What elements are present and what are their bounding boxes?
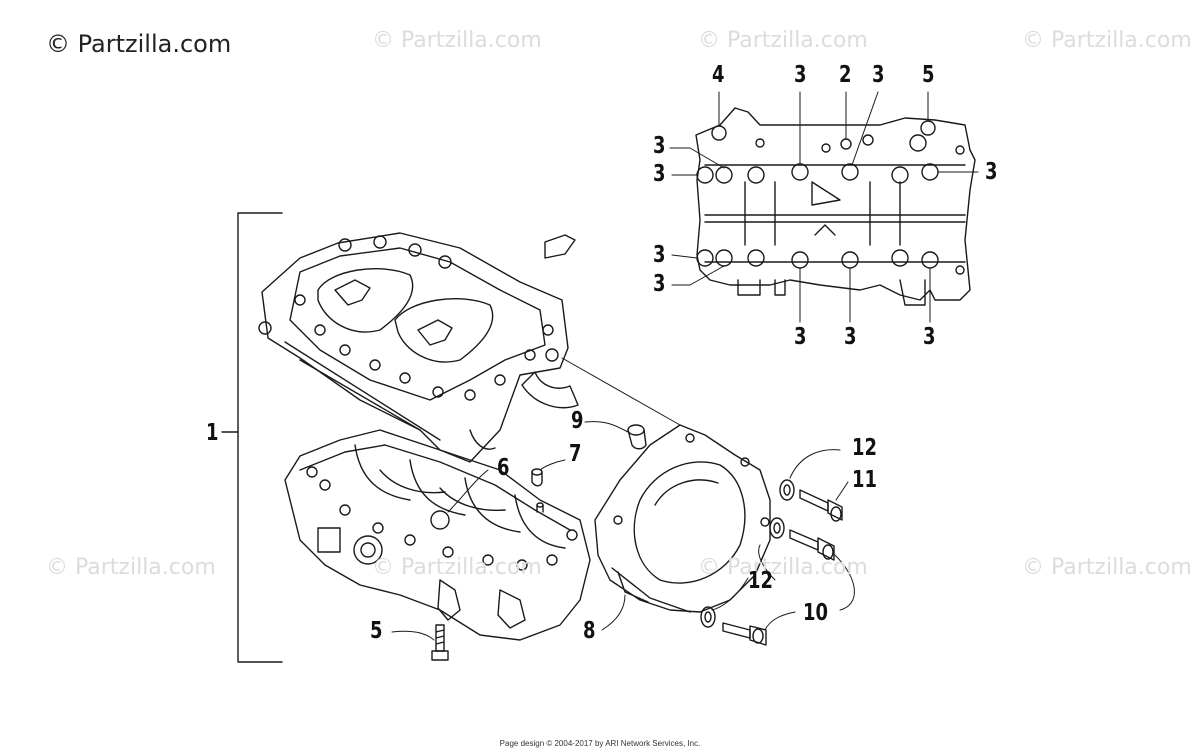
- callout-8: 8: [583, 618, 596, 644]
- crankcase-top-view: [695, 107, 976, 306]
- callout-3: 3: [653, 271, 666, 297]
- callout-12: 12: [852, 435, 877, 461]
- callout-5: 5: [922, 62, 935, 88]
- callout-3: 3: [872, 62, 885, 88]
- dowel-pins: [531, 424, 647, 513]
- callout-3: 3: [653, 242, 666, 268]
- callout-11: 11: [852, 467, 877, 493]
- callout-5: 5: [370, 618, 383, 644]
- assembly-bracket: [221, 212, 283, 663]
- leader-lines: [391, 91, 979, 641]
- partzilla-watermark-main: © Partzilla.com: [46, 30, 232, 58]
- partzilla-watermark: © Partzilla.com: [698, 555, 868, 580]
- bolt-lower: [431, 624, 449, 661]
- partzilla-watermark: © Partzilla.com: [372, 28, 542, 53]
- callout-10: 10: [803, 600, 828, 626]
- callout-3: 3: [794, 62, 807, 88]
- end-cover: [594, 424, 771, 613]
- callout-2: 2: [839, 62, 852, 88]
- callout-6: 6: [497, 455, 510, 481]
- callout-12: 12: [748, 568, 773, 594]
- callout-3: 3: [653, 161, 666, 187]
- washers: [700, 479, 795, 628]
- callout-1: 1: [206, 420, 219, 446]
- partzilla-watermark: © Partzilla.com: [698, 28, 868, 53]
- upper-crankcase: [258, 232, 579, 463]
- callout-3: 3: [794, 324, 807, 350]
- fwd-arrow-icon: [544, 234, 576, 259]
- callout-3: 3: [653, 133, 666, 159]
- socket-bolts: [722, 489, 843, 646]
- callout-3: 3: [985, 159, 998, 185]
- partzilla-watermark: © Partzilla.com: [1022, 555, 1192, 580]
- lower-crankcase: [284, 429, 591, 641]
- callout-7: 7: [569, 441, 582, 467]
- callout-9: 9: [571, 408, 584, 434]
- callout-3: 3: [923, 324, 936, 350]
- page-footer: Page design © 2004-2017 by ARI Network S…: [499, 739, 701, 748]
- partzilla-watermark: © Partzilla.com: [46, 555, 216, 580]
- callout-3: 3: [844, 324, 857, 350]
- partzilla-watermark: © Partzilla.com: [372, 555, 542, 580]
- partzilla-watermark: © Partzilla.com: [1022, 28, 1192, 53]
- callout-4: 4: [712, 62, 725, 88]
